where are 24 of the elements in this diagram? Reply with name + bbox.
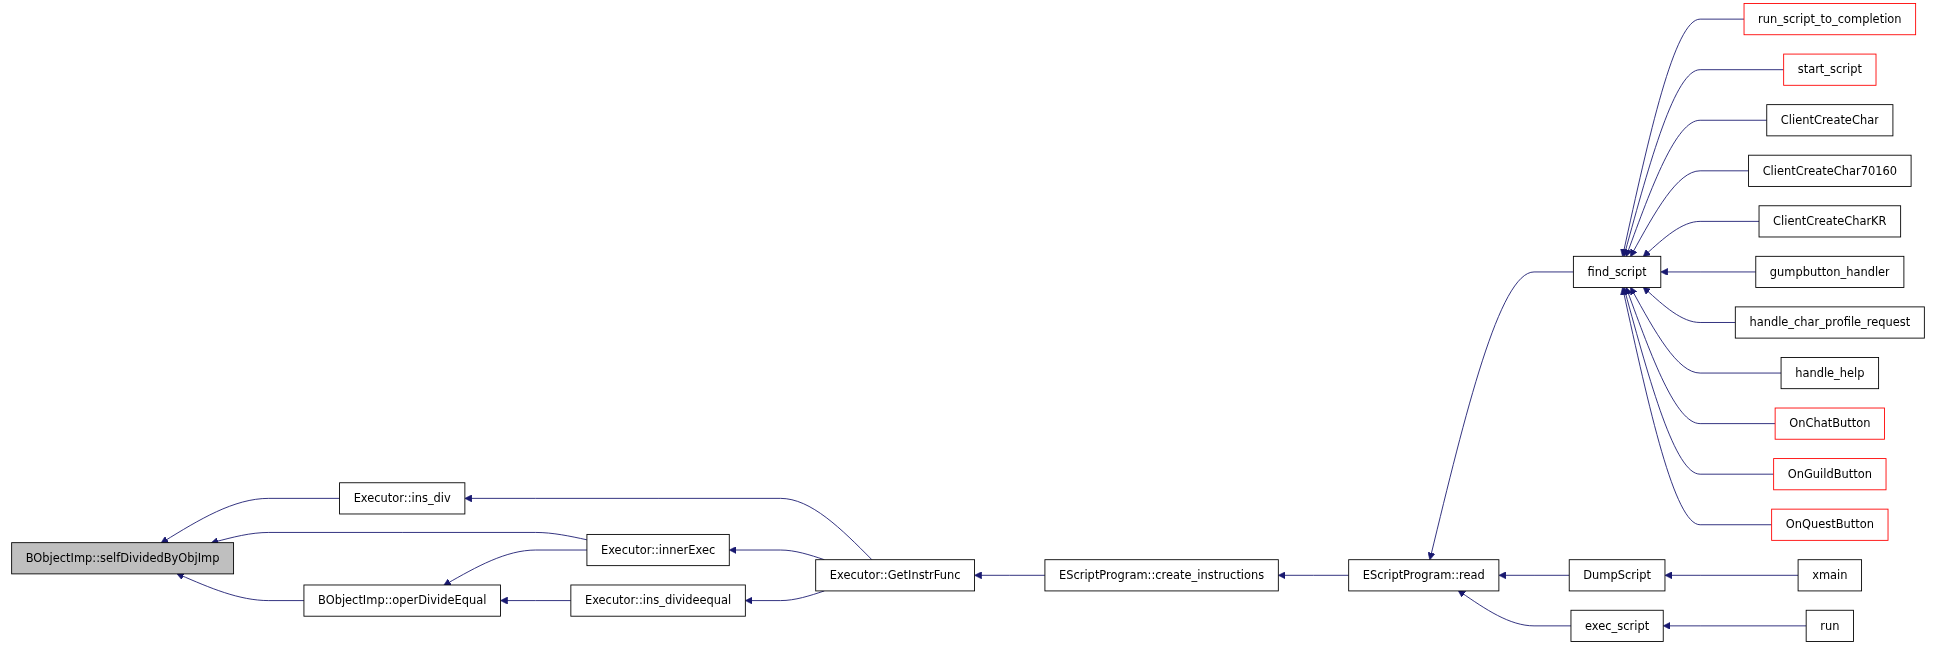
function-box: handle_char_profile_request xyxy=(1734,306,1925,339)
function-box: xmain xyxy=(1797,559,1862,592)
function-box: BObjectImp::operDivideEqual xyxy=(303,584,501,617)
function-box: DumpScript xyxy=(1568,559,1666,592)
function-box: OnGuildButton xyxy=(1773,458,1887,491)
function-box: EScriptProgram::read xyxy=(1348,559,1500,592)
function-box: handle_help xyxy=(1780,357,1880,390)
function-box: run_script_to_completion xyxy=(1743,3,1917,36)
function-box: Executor::ins_divideequal xyxy=(570,584,746,617)
function-box: OnChatButton xyxy=(1774,407,1885,440)
function-box: gumpbutton_handler xyxy=(1755,255,1905,288)
function-box: OnQuestButton xyxy=(1771,508,1889,541)
function-box: Executor::ins_div xyxy=(339,482,466,515)
function-box: EScriptProgram::create_instructions xyxy=(1044,559,1279,592)
function-box: ClientCreateChar70160 xyxy=(1748,154,1912,187)
function-box: find_script xyxy=(1572,255,1662,288)
function-box: ClientCreateChar xyxy=(1766,104,1894,137)
function-box: run xyxy=(1805,609,1854,642)
function-box: Executor::GetInstrFunc xyxy=(815,559,975,592)
function-box: ClientCreateCharKR xyxy=(1758,205,1902,238)
function-box: BObjectImp::selfDividedByObjImp xyxy=(11,542,234,575)
function-box: exec_script xyxy=(1570,609,1664,642)
function-box: start_script xyxy=(1783,53,1877,86)
function-box: Executor::innerExec xyxy=(586,533,730,567)
